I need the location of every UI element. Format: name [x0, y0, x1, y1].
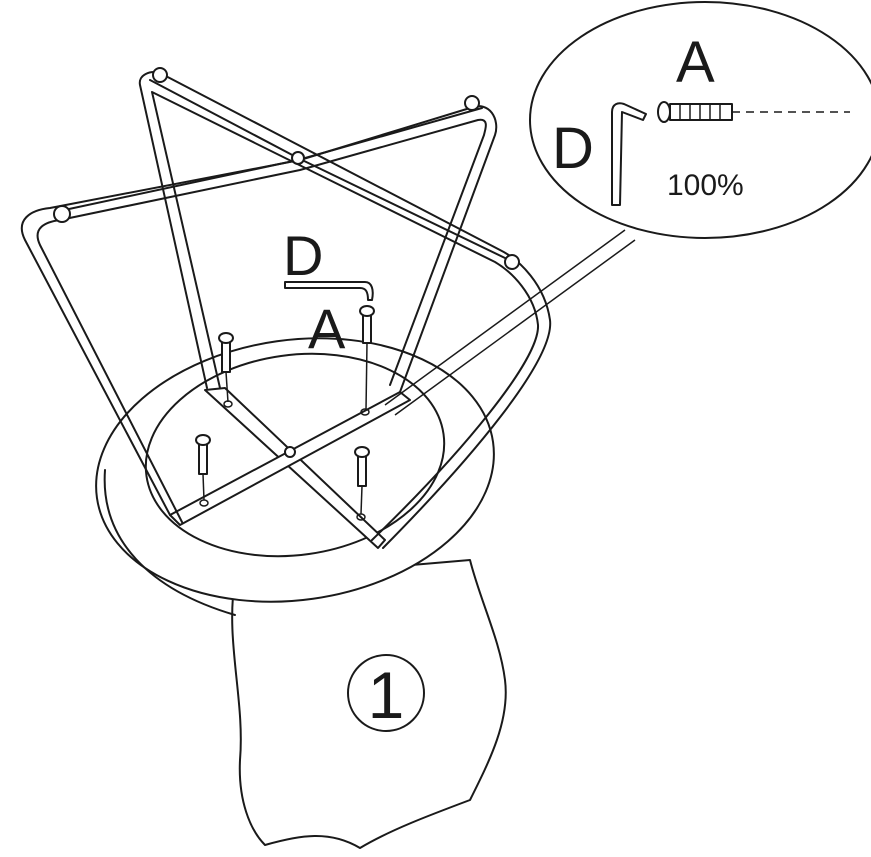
main-label-d: D — [283, 224, 323, 287]
hex-key-icon — [611, 102, 647, 206]
frame-cross-plates — [169, 387, 411, 549]
main-label-a: A — [308, 297, 346, 360]
screw-icon — [195, 434, 211, 507]
screw-icon — [359, 305, 375, 416]
detail-label-a: A — [676, 30, 715, 95]
callout-line — [384, 229, 626, 406]
step-number-badge — [347, 654, 425, 732]
callout-line — [394, 239, 636, 416]
detail-label-d: D — [552, 116, 594, 181]
screw-icon — [354, 446, 370, 521]
seat-cushion-side — [103, 469, 236, 616]
detail-scale-label: 100% — [667, 169, 744, 202]
frame-legs — [20, 67, 552, 549]
hex-key-icon — [284, 281, 374, 301]
screw-icon — [218, 332, 234, 408]
screw-icon — [657, 101, 850, 123]
step-number-label: 1 — [368, 658, 405, 732]
